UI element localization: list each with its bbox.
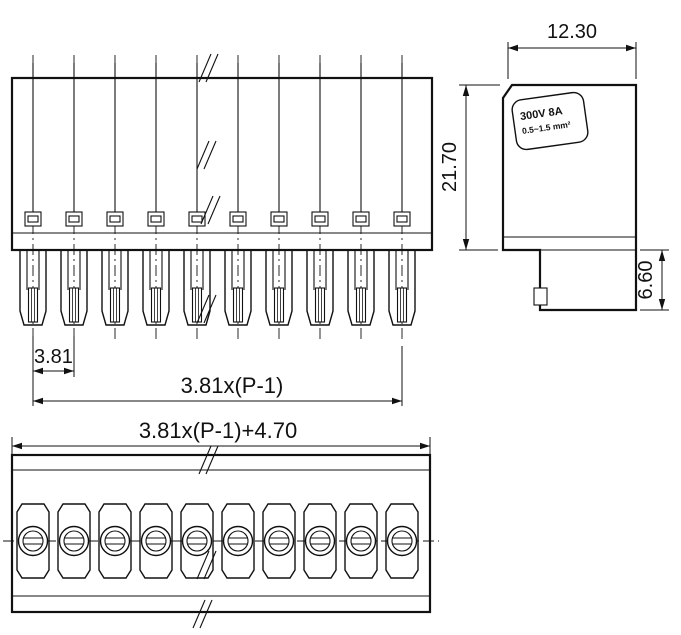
rating-label: 300V 8A 0.5~1.5 mm² bbox=[511, 91, 589, 151]
dim-span-label: 3.81x(P-1) bbox=[181, 373, 284, 398]
rating-label-box bbox=[511, 91, 589, 151]
pin-column bbox=[265, 54, 293, 343]
dim-width-label: 12.30 bbox=[547, 21, 597, 43]
side-latch-notch bbox=[533, 287, 548, 306]
side-view: 300V 8A 0.5~1.5 mm² 12.30 21.70 bbox=[439, 21, 669, 312]
dim-pitch: 3.81 bbox=[32, 336, 75, 406]
break-mark bbox=[196, 140, 217, 170]
top-view: 3.81x(P-1)+4.70 bbox=[3, 418, 439, 614]
front-view: 3.81 3.81x(P-1) bbox=[10, 54, 434, 406]
pin-column bbox=[142, 54, 170, 343]
dim-overall: 3.81x(P-1)+4.70 bbox=[11, 418, 431, 454]
side-body-outline bbox=[501, 83, 638, 312]
dim-tail-label: 6.60 bbox=[635, 261, 657, 300]
pin-column bbox=[19, 54, 47, 343]
dim-span: 3.81x(P-1) bbox=[33, 346, 403, 406]
screw-cell bbox=[139, 503, 173, 579]
dim-height: 21.70 bbox=[439, 84, 500, 251]
dim-width: 12.30 bbox=[507, 21, 637, 79]
pin-column bbox=[306, 54, 334, 343]
screw-cell bbox=[180, 503, 214, 579]
screw-cell bbox=[98, 503, 132, 579]
screw-cell bbox=[385, 503, 419, 579]
screw-cell bbox=[221, 503, 255, 579]
pin-column bbox=[388, 54, 416, 343]
front-body-outline bbox=[10, 76, 434, 252]
dim-overall-label: 3.81x(P-1)+4.70 bbox=[139, 418, 297, 443]
pin-column bbox=[101, 54, 129, 343]
screw-cell bbox=[16, 503, 50, 579]
pin-column bbox=[183, 54, 211, 343]
screw-cell bbox=[303, 503, 337, 579]
dim-tail: 6.60 bbox=[635, 249, 669, 311]
dim-height-label: 21.70 bbox=[439, 142, 461, 192]
screw-cell bbox=[57, 503, 91, 579]
dim-pitch-label: 3.81 bbox=[34, 346, 73, 368]
rating-label-line1: 300V 8A bbox=[519, 105, 563, 123]
pin-column bbox=[60, 54, 88, 343]
top-body-outline bbox=[10, 453, 432, 614]
pin-column bbox=[347, 54, 375, 343]
screw-cell bbox=[344, 503, 378, 579]
screw-cell bbox=[262, 503, 296, 579]
break-mark bbox=[192, 599, 213, 629]
pin-column bbox=[224, 54, 252, 343]
